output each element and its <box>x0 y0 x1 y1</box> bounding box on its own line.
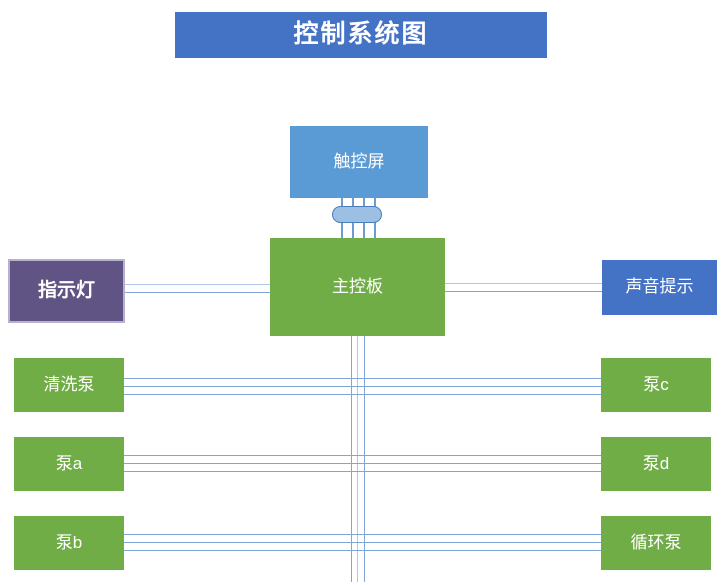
node-pump-right-1[interactable]: 泵c <box>601 358 711 412</box>
node-pump-left-1[interactable]: 清洗泵 <box>14 358 124 412</box>
wire-row1-line-3 <box>124 394 602 395</box>
connector-pin-4 <box>374 198 376 208</box>
bus-line-vertical-3 <box>364 336 365 582</box>
wire-indicator-to-board-1 <box>125 284 271 285</box>
wire-row3-line-2 <box>124 542 602 543</box>
connector-pin-6 <box>352 221 354 239</box>
node-pump-left-2[interactable]: 泵a <box>14 437 124 491</box>
node-pump-right-2[interactable]: 泵d <box>601 437 711 491</box>
node-pump-left-3[interactable]: 泵b <box>14 516 124 570</box>
wire-board-to-sound-2 <box>445 291 603 292</box>
node-main-control-board[interactable]: 主控板 <box>270 238 445 336</box>
wire-board-to-sound-1 <box>445 283 603 284</box>
connector-pin-2 <box>352 198 354 208</box>
node-sound-prompt[interactable]: 声音提示 <box>602 260 717 315</box>
wire-row3-line-3 <box>124 550 602 551</box>
ribbon-connector-icon <box>332 206 382 223</box>
connector-pin-7 <box>363 221 365 239</box>
node-indicator-light[interactable]: 指示灯 <box>8 259 125 323</box>
wire-row3-line-1 <box>124 534 602 535</box>
node-touchscreen[interactable]: 触控屏 <box>290 126 428 198</box>
bus-line-vertical-2 <box>357 336 358 582</box>
connector-pin-1 <box>341 198 343 208</box>
wire-row1-line-1 <box>124 378 602 379</box>
connector-pin-5 <box>341 221 343 239</box>
wire-row2-line-1 <box>124 455 602 456</box>
connector-pin-8 <box>374 221 376 239</box>
wire-row2-line-3 <box>124 471 602 472</box>
wire-row1-line-2 <box>124 386 602 387</box>
bus-line-vertical-1 <box>351 336 352 582</box>
wire-row2-line-2 <box>124 463 602 464</box>
wire-indicator-to-board-2 <box>125 292 271 293</box>
connector-pin-3 <box>363 198 365 208</box>
node-pump-right-3[interactable]: 循环泵 <box>601 516 711 570</box>
diagram-title-banner: 控制系统图 <box>175 12 547 58</box>
